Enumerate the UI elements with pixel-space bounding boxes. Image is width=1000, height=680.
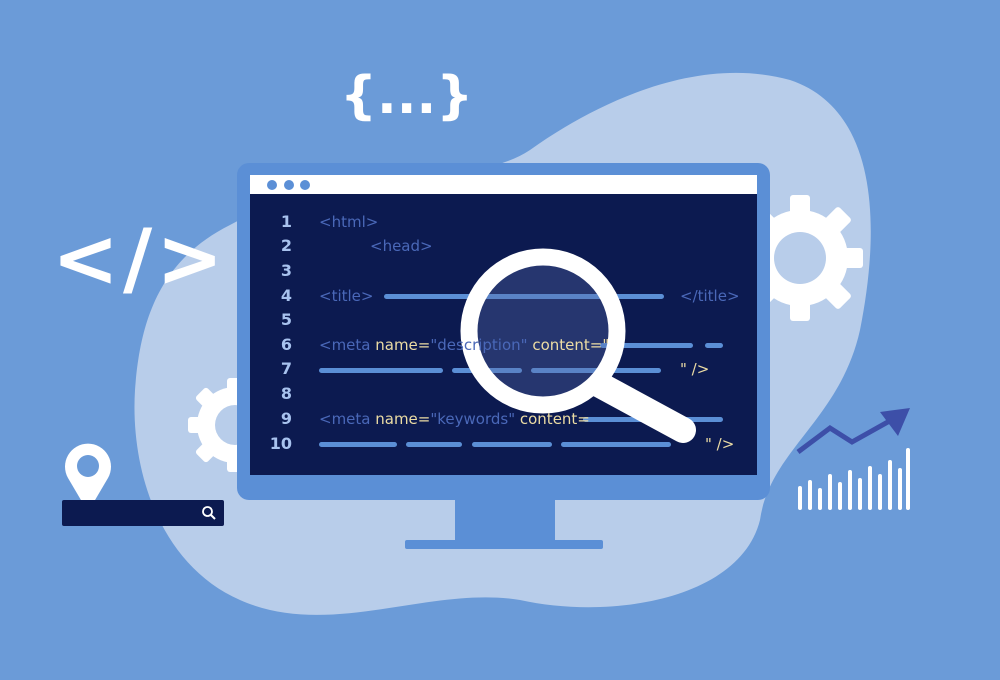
code-tag-icon: </> <box>52 212 228 305</box>
line-number: 3 <box>280 261 292 280</box>
code-text: <meta name="keywords" content= <box>319 410 590 428</box>
window-dot <box>267 180 277 190</box>
code-placeholder <box>600 343 693 348</box>
code-text: </title> <box>680 287 740 305</box>
code-text: <title> <box>319 287 374 305</box>
search-icon[interactable] <box>201 505 217 521</box>
location-pin-icon <box>65 443 111 512</box>
trend-chart-icon <box>796 408 910 510</box>
line-number: 4 <box>280 286 292 305</box>
code-placeholder <box>705 343 723 348</box>
code-placeholder <box>319 442 397 447</box>
code-token: content= <box>515 410 590 428</box>
code-placeholder <box>319 368 443 373</box>
line-number: 8 <box>280 384 292 403</box>
code-token: <meta <box>319 410 376 428</box>
code-placeholder <box>406 442 462 447</box>
code-text: <meta name="description" content=" <box>319 336 609 354</box>
code-token: <meta <box>319 336 376 354</box>
line-number: 1 <box>280 212 292 231</box>
code-text: " /> <box>680 360 710 378</box>
code-text: <html> <box>319 213 379 231</box>
code-placeholder <box>384 294 664 299</box>
line-number: 10 <box>269 434 292 453</box>
line-number: 9 <box>280 409 292 428</box>
code-token: content=" <box>527 336 610 354</box>
code-token: "keywords" <box>430 410 516 428</box>
window-dot <box>300 180 310 190</box>
code-token: name= <box>375 336 431 354</box>
code-placeholder <box>561 442 671 447</box>
line-number: 6 <box>280 335 292 354</box>
line-number: 7 <box>280 359 292 378</box>
search-bar[interactable] <box>62 500 224 526</box>
monitor-neck <box>455 500 555 540</box>
line-number: 2 <box>280 236 292 255</box>
line-number: 5 <box>280 310 292 329</box>
curly-braces-icon: {...} <box>340 66 474 126</box>
window-titlebar <box>250 175 757 194</box>
code-token: "description" <box>430 336 528 354</box>
code-text: <head> <box>370 237 433 255</box>
code-placeholder <box>472 442 552 447</box>
code-text: " /> <box>705 435 735 453</box>
monitor-base <box>405 540 603 549</box>
code-token: name= <box>375 410 431 428</box>
window-dot <box>284 180 294 190</box>
